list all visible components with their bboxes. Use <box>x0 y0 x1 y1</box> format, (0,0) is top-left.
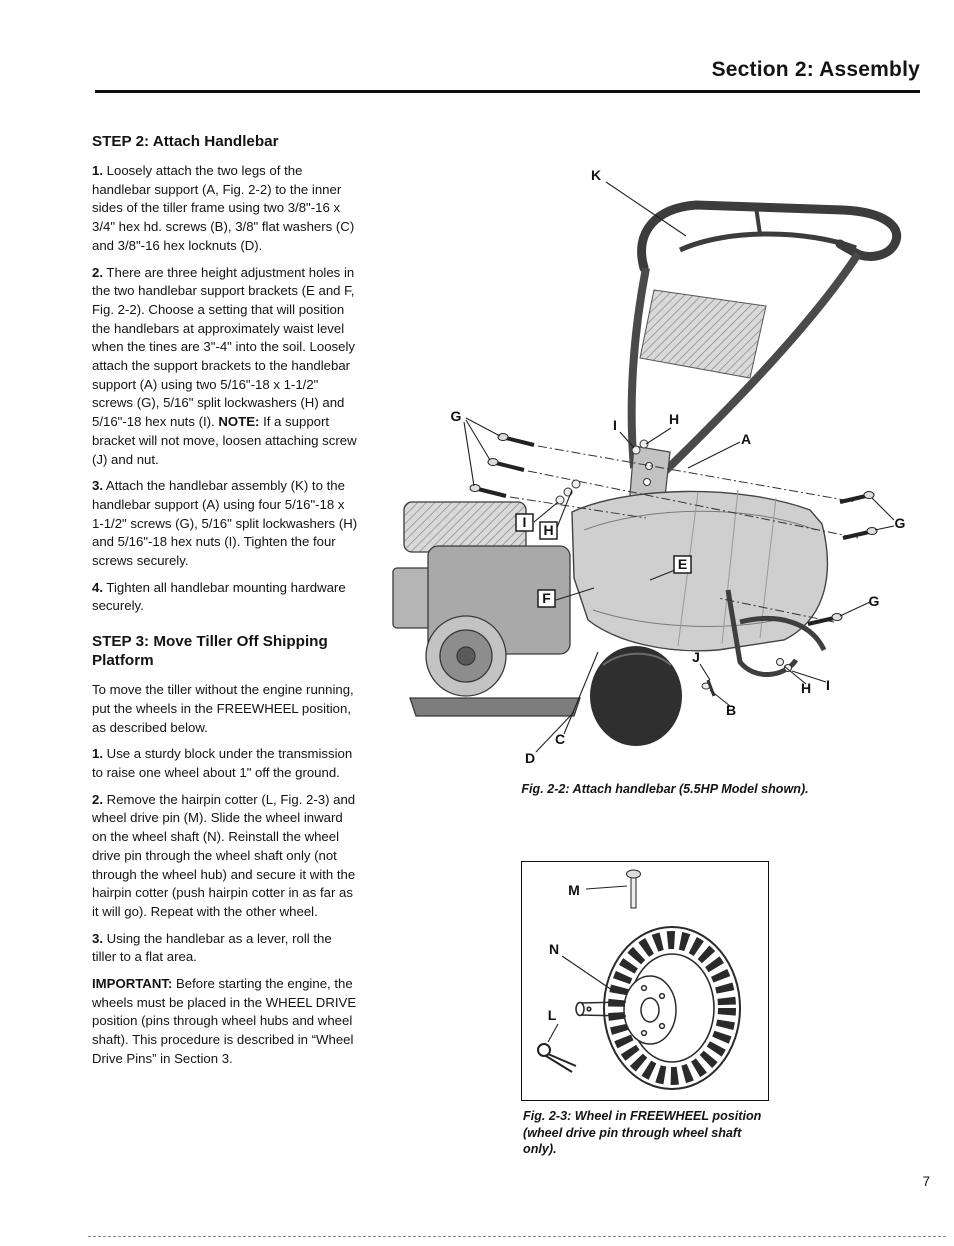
paragraph-lead: 2. <box>92 264 103 280</box>
handlebar-panel <box>639 289 767 379</box>
step3-paragraph-3: 3. Using the handlebar as a lever, roll … <box>92 930 358 967</box>
wheel-shaft <box>575 1001 627 1017</box>
engine <box>392 501 581 717</box>
wheel-hub <box>623 975 677 1045</box>
paragraph-text: Before starting the engine, the wheels m… <box>92 976 357 1066</box>
callout-H-boxed: H <box>543 522 553 538</box>
leader-lines <box>547 885 628 1043</box>
callout-boxes <box>515 513 692 608</box>
step2-paragraph-2: 2. There are three height adjustment hol… <box>92 264 358 470</box>
body-text-column: STEP 2: Attach Handlebar 1. Loosely atta… <box>92 132 358 1077</box>
paragraph-lead: 2. <box>92 791 103 807</box>
step3-paragraph-1: 1. Use a sturdy block under the transmis… <box>92 745 358 782</box>
callout-G-lower: G <box>869 593 880 609</box>
callout-M: M <box>568 882 580 898</box>
step2-paragraph-3: 3. Attach the handlebar assembly (K) to … <box>92 477 358 571</box>
page-number: 7 <box>922 1174 930 1189</box>
tine-wheel <box>590 646 682 746</box>
step2-paragraph-1: 1. Loosely attach the two legs of the ha… <box>92 162 358 256</box>
handlebar-tube-right <box>653 251 862 483</box>
figure-2-3: M N L <box>521 861 769 1101</box>
callout-N: N <box>549 941 559 957</box>
callout-K: K <box>591 167 601 183</box>
callout-L: L <box>548 1007 557 1023</box>
paragraph-text: There are three height adjustment holes … <box>92 264 356 430</box>
callout-H-top: H <box>669 411 679 427</box>
paragraph-lead: 3. <box>92 930 103 946</box>
screws-left <box>469 433 535 498</box>
paragraph-text: To move the tiller without the engine ru… <box>92 682 354 735</box>
callout-C: C <box>555 731 565 747</box>
alignment-lines <box>509 445 859 623</box>
paragraph-text: Remove the hairpin cotter (L, Fig. 2-3) … <box>92 791 356 919</box>
handlebar-tube-left <box>627 267 650 469</box>
step2-paragraph-4: 4. Tighten all handlebar mounting hardwa… <box>92 579 358 616</box>
callout-I-top: I <box>613 417 617 433</box>
step3-intro: To move the tiller without the engine ru… <box>92 681 358 737</box>
paragraph-text: Using the handlebar as a lever, roll the… <box>92 930 332 965</box>
leader-lines <box>463 181 895 753</box>
tiller-illustration: K G I H A G I H E F G J H I B C D <box>392 167 906 766</box>
screws-right <box>807 491 878 626</box>
note-label: NOTE: <box>218 414 260 430</box>
paragraph-lead: 1. <box>92 163 103 178</box>
paragraph-lead: 3. <box>92 478 103 494</box>
wheel-drive-pin <box>626 869 641 909</box>
paragraph-lead: 4. <box>92 579 103 595</box>
handlebar-assembly <box>637 200 902 273</box>
hairpin-cotter <box>537 1043 577 1073</box>
section-title: Section 2: Assembly <box>711 58 920 81</box>
step3-heading: STEP 3: Move Tiller Off Shipping Platfor… <box>92 633 328 670</box>
callout-G-right: G <box>895 515 906 531</box>
hardware-lower-right <box>701 658 792 697</box>
tine-hood <box>571 490 829 652</box>
callout-B: B <box>726 702 736 718</box>
figure-2-2: K G I H A G I H E F G J H I B C D <box>388 150 935 778</box>
important-paragraph: IMPORTANT: Before starting the engine, t… <box>92 975 358 1069</box>
header-rule <box>95 90 920 93</box>
depth-lever <box>725 589 799 677</box>
step2-heading: STEP 2: Attach Handlebar <box>92 133 279 150</box>
important-label: IMPORTANT: <box>92 976 173 992</box>
callout-J: J <box>692 649 700 665</box>
paragraph-text: Attach the handlebar assembly (K) to the… <box>92 478 358 569</box>
callout-I-boxed: I <box>523 514 527 530</box>
wheel-illustration: M N L <box>537 869 741 1090</box>
paragraph-text: Loosely attach the two legs of the handl… <box>92 163 355 253</box>
figure-2-2-caption: Fig. 2-2: Attach handlebar (5.5HP Model … <box>521 782 809 796</box>
paragraph-text: If a support bracket will not move, loos… <box>92 414 357 467</box>
callout-E-boxed: E <box>678 556 687 572</box>
figure-2-3-caption: Fig. 2-3: Wheel in FREEWHEEL position (w… <box>523 1109 762 1156</box>
callout-F-boxed: F <box>542 590 551 606</box>
bottom-perforation-line <box>88 1236 946 1237</box>
callout-D: D <box>525 750 535 766</box>
paragraph-lead: 1. <box>92 746 103 762</box>
callout-H-lower: H <box>801 680 811 696</box>
paragraph-text: Use a sturdy block under the transmissio… <box>92 746 353 780</box>
callout-I-lower: I <box>826 677 830 693</box>
callout-A: A <box>741 431 751 447</box>
step3-paragraph-2: 2. Remove the hairpin cotter (L, Fig. 2-… <box>92 791 358 922</box>
paragraph-text: Tighten all handlebar mounting hardware … <box>92 579 346 614</box>
callout-G-left: G <box>451 408 462 424</box>
